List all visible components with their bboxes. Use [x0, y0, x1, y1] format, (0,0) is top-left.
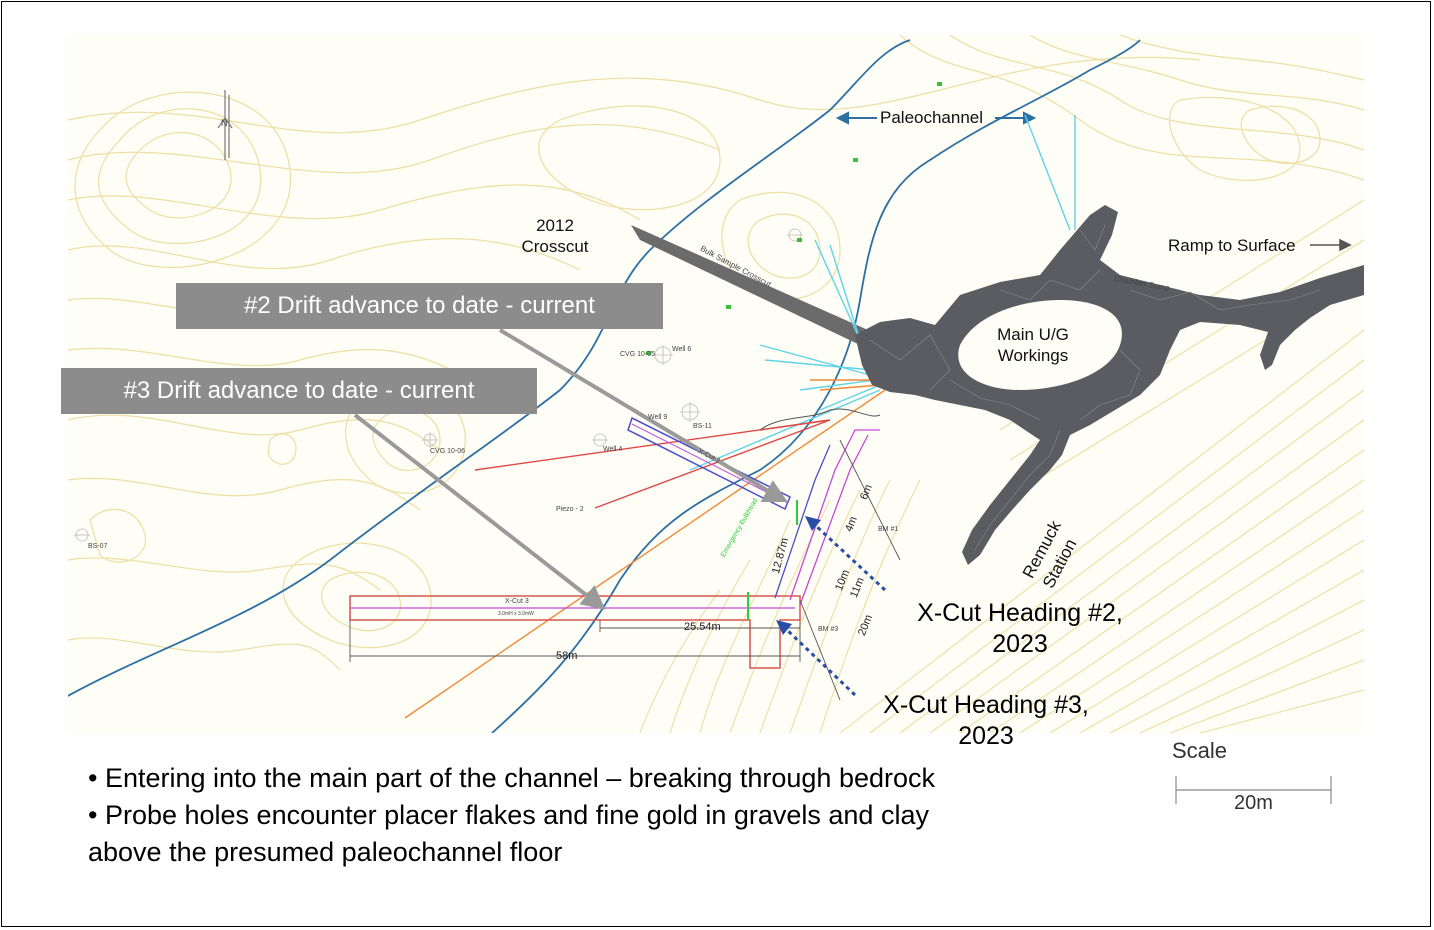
- scale-value: 20m: [1234, 792, 1273, 814]
- bm3-label: BM #3: [818, 626, 839, 633]
- bs-07-label: BS-07: [88, 543, 108, 550]
- north-label: N: [221, 118, 228, 128]
- xcut-heading-3-label: X-Cut Heading #3, 2023: [868, 690, 1104, 752]
- bs-11-label: BS-11: [693, 423, 712, 430]
- xcut3-label: X-Cut 3: [505, 598, 529, 605]
- note-bullet-2: • Probe holes encounter placer flakes an…: [88, 800, 929, 830]
- dim-58m: 58m: [556, 650, 578, 662]
- cvg-10-05-label: CVG 10-05: [620, 351, 656, 358]
- main-workings: [855, 205, 1364, 565]
- bm1-label: BM #1: [878, 526, 899, 533]
- crosscut-2012-line-1: 2012: [536, 216, 574, 235]
- xcut3-size-label: 3.0mH x 3.0mW: [498, 611, 534, 617]
- well-9-label: Well 9: [648, 414, 668, 421]
- well-6-label: Well 6: [672, 346, 692, 353]
- survey-markers: [74, 228, 803, 542]
- scale-bar: [1175, 776, 1332, 804]
- green-markers: [646, 82, 942, 355]
- contour-lines: [68, 35, 1364, 671]
- north-arrow-icon: [217, 90, 233, 160]
- main-workings-line-2: Workings: [997, 346, 1069, 365]
- scale-title: Scale: [1172, 738, 1228, 763]
- main-workings-label: Main U/G Workings: [988, 324, 1078, 366]
- probe-2-label: Piezo - 2: [556, 506, 584, 513]
- cvg-10-06-label: CVG 10-06: [430, 448, 466, 455]
- paleochannel-label: Paleochannel: [880, 108, 984, 127]
- ramp-arrow: [1310, 238, 1352, 252]
- xcut-heading-3-line-2: 2023: [958, 722, 1014, 750]
- probe-holes: [404, 114, 1076, 719]
- notes-list: • Entering into the main part of the cha…: [88, 760, 1088, 871]
- xcut-heading-3-line-1: X-Cut Heading #3,: [883, 691, 1089, 719]
- drift3-banner: #3 Drift advance to date - current: [61, 368, 537, 414]
- dim-25-54m: 25.54m: [684, 621, 721, 633]
- heading-arrowheads: [776, 516, 821, 635]
- drift2-banner: #2 Drift advance to date - current: [176, 283, 663, 329]
- heading-arrows: [783, 523, 887, 697]
- well-4-label: Well 4: [603, 446, 623, 453]
- ramp-to-surface-label: Ramp to Surface: [1168, 236, 1296, 255]
- main-workings-line-1: Main U/G: [997, 325, 1069, 344]
- banner-pointers: [353, 328, 788, 610]
- xcut-heading-2-line-1: X-Cut Heading #2,: [917, 599, 1123, 627]
- crosscut-2012-bar: [631, 225, 868, 345]
- crosscut-2012-line-2: Crosscut: [521, 237, 589, 256]
- crosscut-2012-label: 2012 Crosscut: [515, 215, 595, 257]
- xcut-heading-2-label: X-Cut Heading #2, 2023: [902, 598, 1138, 660]
- note-bullet-1: • Entering into the main part of the cha…: [88, 763, 935, 793]
- dimension-lines: [349, 439, 901, 701]
- note-bullet-3: above the presumed paleochannel floor: [88, 837, 563, 867]
- paleochannel-arrows: [835, 111, 1037, 125]
- xcut-heading-2-line-2: 2023: [992, 630, 1048, 658]
